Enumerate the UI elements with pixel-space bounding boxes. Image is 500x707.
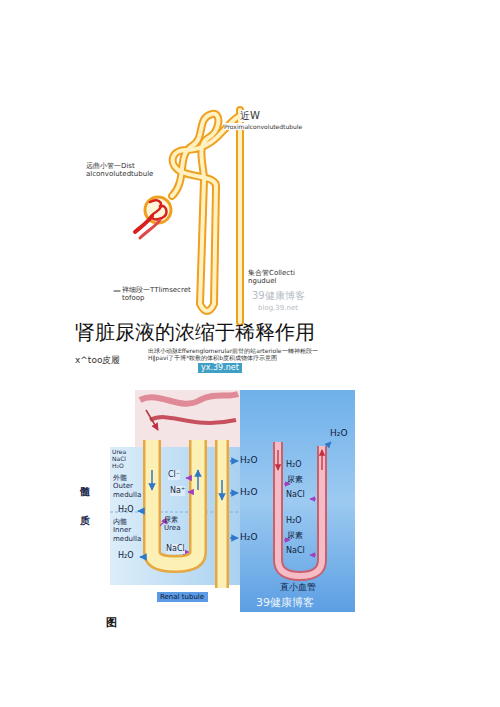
label-box: Renal tubule — [157, 592, 208, 602]
part-label: H₂O — [330, 428, 347, 439]
part-label: Na⁺ — [170, 486, 185, 496]
part-label: yx.39.net — [198, 363, 242, 373]
part-label: 髓 — [80, 486, 90, 498]
page-title: 肾脏尿液的浓缩于稀释作用 — [75, 320, 315, 344]
part-label: H₂O — [240, 455, 257, 466]
part-label: 尿素 Urea — [164, 516, 188, 533]
part-label: 近W — [240, 110, 260, 122]
part-label: NaCl — [286, 490, 305, 500]
nephron-figure — [114, 110, 240, 322]
part-label: blog.39.net — [258, 304, 298, 312]
part-label: Cl⁻ — [168, 470, 180, 480]
part-label: 袢细段一TTlimsecret tofoop — [122, 286, 198, 303]
part-label: 远曲小管一Dist alconvolutedtubule — [86, 162, 160, 179]
part-label: 39健康博客 — [256, 596, 314, 609]
part-label: Proximalconvolutedtubule — [224, 123, 302, 130]
part-label: H₂O — [240, 532, 257, 543]
part-label: NaCl — [166, 544, 185, 554]
box-text: Renal tubule — [160, 593, 205, 601]
part-label: H₂O — [118, 551, 134, 561]
part-label: 尿素 — [287, 531, 303, 541]
part-label: H₂O — [240, 487, 257, 498]
part-label: 外髓 Outer medulla — [113, 474, 143, 499]
countercurrent-figure — [110, 390, 355, 612]
part-label: 尿素 — [287, 475, 303, 485]
part-label: 图 — [106, 616, 117, 629]
part-label: 内髓 Inner medulla — [113, 518, 143, 543]
part-label: H₂O — [286, 460, 302, 470]
part-label: 出球小动脉Efferenglomerular前廿的站arteriole一轉神粗段… — [148, 347, 326, 361]
part-label: NaCl — [286, 546, 305, 556]
part-label: 39健康博客 — [252, 290, 305, 302]
part-label: Urea NaCl H₂O — [112, 448, 132, 470]
part-label: 集合管Collecti nguduel — [248, 269, 310, 286]
part-label: H₂O — [118, 505, 134, 515]
part-label: x^too皮履 — [75, 355, 120, 366]
part-label: 直小血管 — [280, 582, 316, 593]
part-label: 质 — [80, 515, 90, 527]
part-label: H₂O — [286, 516, 302, 526]
